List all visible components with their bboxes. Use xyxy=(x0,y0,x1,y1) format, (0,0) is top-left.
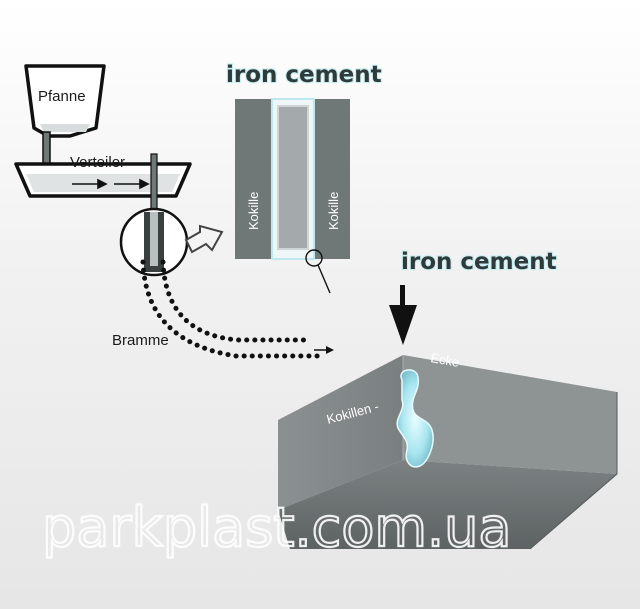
corner-label: Ecke xyxy=(429,350,460,370)
mold-corner-3d xyxy=(278,355,618,550)
ladle-label: Pfanne xyxy=(38,88,86,105)
down-arrow xyxy=(389,285,417,345)
watermark: parkplast.com.ua xyxy=(42,496,512,559)
tundish-label: Verteiler xyxy=(70,154,125,171)
flow-arrows xyxy=(72,178,150,190)
slab-strand xyxy=(140,259,321,359)
ladle xyxy=(24,64,106,185)
brand-top: iron cement xyxy=(226,62,382,88)
zoom-arrow xyxy=(184,224,224,254)
slab-direction-arrow xyxy=(314,346,334,354)
iron-cement-patch xyxy=(396,369,434,468)
mold-detail-circle xyxy=(119,207,189,277)
slab-label: Bramme xyxy=(112,332,169,349)
mold-cross-section xyxy=(235,98,350,294)
mold-right-label: Kokille xyxy=(326,192,341,230)
brand-right: iron cement xyxy=(401,249,557,275)
mold-left-label: Kokille xyxy=(246,192,261,230)
